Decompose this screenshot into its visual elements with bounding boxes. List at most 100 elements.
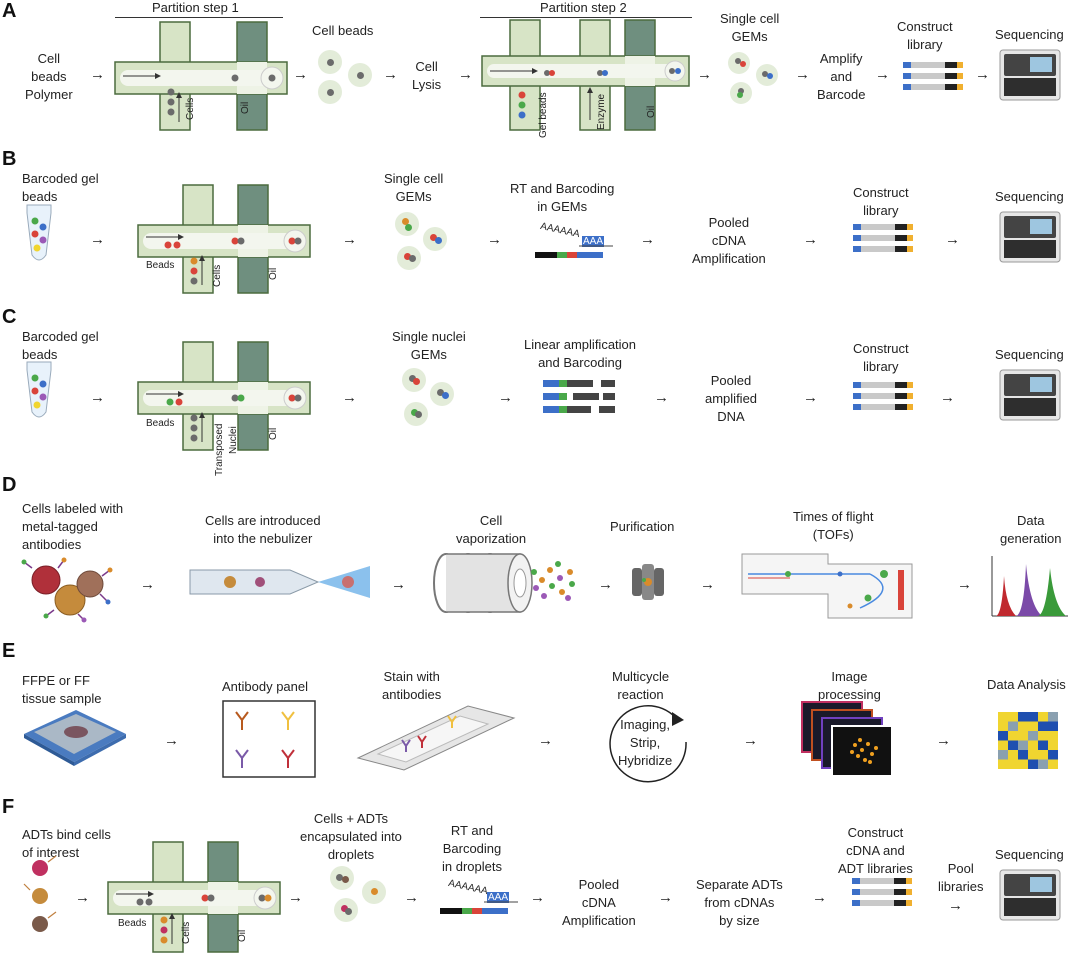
purification-label: Purification xyxy=(610,519,675,534)
adts-bind-cells-label: ADTs bind cells of interest xyxy=(22,827,111,860)
microfluidic-chip-f xyxy=(107,841,281,953)
panel-letter-e: E xyxy=(2,640,16,662)
heatmap-cell xyxy=(1008,759,1018,769)
flow-arrow: → xyxy=(530,889,545,906)
panel-letter-b: B xyxy=(2,148,17,170)
heatmap-cell xyxy=(1038,740,1048,750)
amplify-barcode-label: Amplify and Barcode xyxy=(817,51,866,102)
flow-arrow: → xyxy=(803,389,818,406)
beads-inlet-label: Beads xyxy=(118,918,147,929)
cell-beads-label: Cell beads xyxy=(312,23,374,38)
oil-inlet-label: Oil xyxy=(237,929,248,942)
flow-arrow: → xyxy=(75,889,90,906)
labeled-cells-icon xyxy=(21,557,113,623)
spectrum-peaks-icon xyxy=(991,556,1068,617)
times-of-flight-label: Times of flight (TOFs) xyxy=(793,509,874,542)
construct-library-label: Construct library xyxy=(853,185,909,218)
bead-dot xyxy=(413,378,420,385)
flow-arrow: → xyxy=(700,576,715,593)
bead-dot xyxy=(371,888,378,895)
heatmap-cell xyxy=(1048,721,1058,731)
sequencing-label: Sequencing xyxy=(995,347,1064,362)
cell-dot xyxy=(762,71,768,77)
bead-dot xyxy=(411,409,418,416)
flow-arrow: → xyxy=(875,66,890,83)
heatmap-cell xyxy=(1048,750,1058,760)
polya-anchor-label: AAA xyxy=(582,236,605,247)
bead-tube-icon xyxy=(26,361,52,418)
flow-arrow: → xyxy=(383,66,398,83)
heatmap-cell xyxy=(1028,731,1038,741)
flow-arrow: → xyxy=(743,732,758,749)
flow-arrow: → xyxy=(795,66,810,83)
beads-inlet-label: Beads xyxy=(146,260,175,271)
cell-dot xyxy=(327,59,334,66)
panel-letter-f: F xyxy=(2,796,15,818)
flow-arrow: → xyxy=(164,732,179,749)
heatmap-cell xyxy=(1008,712,1018,722)
oil-inlet-label: Oil xyxy=(240,101,251,114)
cell-dot xyxy=(327,89,334,96)
bead-tube-icon xyxy=(26,204,52,261)
library-fragments-icon xyxy=(853,382,913,410)
heatmap-cell xyxy=(1008,750,1018,760)
flow-arrow: → xyxy=(140,576,155,593)
bead-dot xyxy=(767,73,773,79)
flow-arrow: → xyxy=(487,231,502,248)
microfluidic-chip-b xyxy=(137,184,311,294)
pooled-cdna-amplification-label: Pooled cDNA Amplification xyxy=(692,215,766,266)
flow-arrow: → xyxy=(658,889,673,906)
beads-inlet-label: Beads xyxy=(146,418,175,429)
flow-arrow: → xyxy=(812,889,827,906)
separate-adts-label: Separate ADTs from cDNAs by size xyxy=(696,877,783,928)
pooled-amplified-dna-label: Pooled amplified DNA xyxy=(705,373,758,424)
cell-beads-polymer-label: Cell beads Polymer xyxy=(25,51,73,102)
heatmap-cell xyxy=(1008,731,1018,741)
cell-dot xyxy=(738,88,744,94)
partition-step-2-line xyxy=(480,17,692,18)
heatmap-cell xyxy=(1018,740,1028,750)
heatmap-icon xyxy=(998,712,1058,769)
nebulizer-label: Cells are introduced into the nebulizer xyxy=(205,513,321,546)
heatmap-cell xyxy=(1018,759,1028,769)
oil-inlet-label: Oil xyxy=(268,267,279,280)
flow-arrow: → xyxy=(640,231,655,248)
cell-dot xyxy=(409,255,416,262)
barcoded-gel-beads-label: Barcoded gel beads xyxy=(22,329,99,362)
flow-arrow: → xyxy=(342,389,357,406)
heatmap-cell xyxy=(998,712,1008,722)
panel-letter-a: A xyxy=(2,0,17,22)
stain-antibodies-label: Stain with antibodies xyxy=(382,669,442,702)
data-generation-label: Data generation xyxy=(1000,513,1062,546)
partition-step-1-label: Partition step 1 xyxy=(152,0,239,15)
heatmap-cell xyxy=(1028,740,1038,750)
image-processing-label: Image processing xyxy=(818,669,881,702)
bead-dot xyxy=(405,224,412,231)
metal-tagged-cells-label: Cells labeled with metal-tagged antibodi… xyxy=(22,501,124,552)
flow-arrow: → xyxy=(948,897,963,914)
construct-library-label: Construct library xyxy=(897,19,953,52)
single-cell-gems-label: Single cell GEMs xyxy=(384,171,444,204)
microfluidic-chip-a1 xyxy=(114,21,288,131)
flow-arrow: → xyxy=(936,732,951,749)
bead-dot xyxy=(435,237,442,244)
heatmap-cell xyxy=(1008,721,1018,731)
sequencer-icon xyxy=(999,49,1061,101)
antibody-panel-box xyxy=(222,700,316,778)
barcoded-gel-beads-label: Barcoded gel beads xyxy=(22,171,99,204)
cell-dot xyxy=(437,389,444,396)
encapsulated-droplets-label: Cells + ADTs encapsulated into droplets xyxy=(300,811,402,862)
flow-arrow: → xyxy=(538,732,553,749)
flow-arrow: → xyxy=(90,66,105,83)
heatmap-cell xyxy=(998,750,1008,760)
heatmap-cell xyxy=(1038,721,1048,731)
cdna-barcode-strand xyxy=(440,901,518,914)
flow-arrow: → xyxy=(654,389,669,406)
flow-arrow: → xyxy=(293,66,308,83)
heatmap-cell xyxy=(1018,731,1028,741)
heatmap-cell xyxy=(1018,750,1028,760)
oil-inlet-label: Oil xyxy=(646,105,657,118)
polya-tail-label: AAAAAA xyxy=(539,220,581,241)
sequencer-icon xyxy=(999,369,1061,421)
heatmap-cell xyxy=(1038,759,1048,769)
